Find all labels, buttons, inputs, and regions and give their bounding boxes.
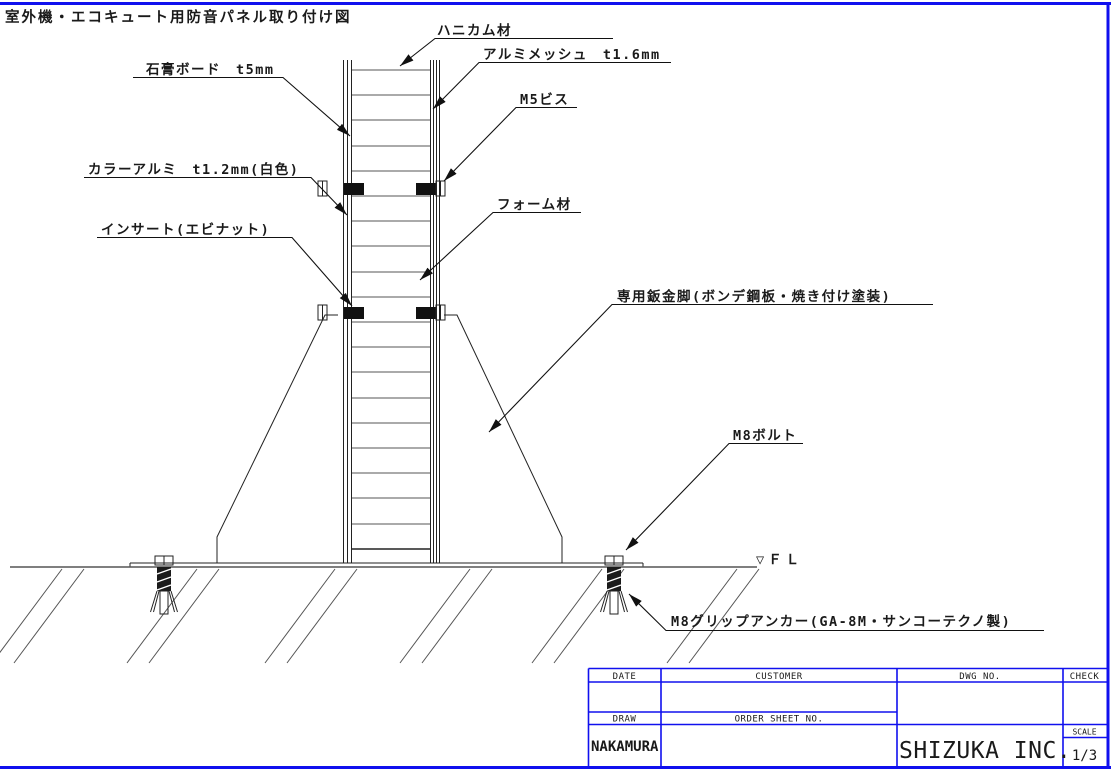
leader-line (432, 61, 671, 110)
base-and-floor (10, 562, 757, 568)
floor-level-mark: ▽ＦＬ (756, 552, 803, 568)
callout-gypsum-board: 石膏ボード t5mm (133, 61, 351, 137)
callout-label: フォーム材 (497, 196, 572, 213)
floor-level-label: ▽ＦＬ (756, 552, 803, 568)
leader-line (443, 106, 577, 182)
callout-metal-leg: 専用鈑金脚(ボンデ鋼板・焼き付け塗装) (488, 288, 933, 433)
header-order-sheet-no: ORDER SHEET NO. (735, 715, 824, 725)
leader-line (628, 593, 1044, 632)
callout-label: 専用鈑金脚(ボンデ鋼板・焼き付け塗装) (617, 288, 891, 305)
leader-line (97, 236, 353, 307)
metal-legs (216, 314, 563, 563)
callout-label: インサート(エビナット) (101, 222, 270, 238)
leader-line (419, 211, 581, 281)
leg-right (444, 314, 563, 563)
callout-label: アルミメッシュ t1.6mm (483, 47, 661, 63)
callout-aluminum-mesh: アルミメッシュ t1.6mm (432, 47, 671, 110)
anchor-wings (150, 590, 178, 613)
leader-line (84, 176, 348, 216)
header-dwg-no: DWG NO. (959, 672, 1000, 682)
grip-anchor-left (150, 555, 178, 615)
leader-line (625, 442, 803, 551)
value-draw-name: NAKAMURA (591, 739, 659, 755)
callout-label: 石膏ボード t5mm (145, 61, 275, 78)
callout-foam: フォーム材 (419, 196, 581, 281)
callout-m8-bolt: M8ボルト (625, 428, 803, 551)
leader-line (488, 303, 933, 433)
callout-insert: インサート(エビナット) (97, 222, 353, 307)
callout-label: M8グリップアンカー(GA-8M・サンコーテクノ製) (671, 613, 1011, 630)
drawing-title: 室外機・エコキュート用防音パネル取り付け図 (5, 8, 352, 26)
bolt-left (344, 307, 364, 319)
title-block: DATE CUSTOMER DWG NO. CHECK DRAW ORDER S… (587, 667, 1108, 766)
value-scale: 1/3 (1072, 748, 1097, 764)
header-date: DATE (613, 672, 637, 682)
leg-left (216, 314, 338, 563)
bolt-right (416, 183, 436, 195)
leader-line (399, 37, 613, 67)
header-check: CHECK (1070, 672, 1100, 682)
callout-m5-screw: M5ビス (443, 92, 577, 182)
callout-label: M8ボルト (733, 428, 797, 444)
leader-line (133, 76, 351, 137)
anchor-shaft-hatch (606, 568, 622, 591)
fastener-row-upper (317, 180, 446, 197)
header-scale: SCALE (1072, 728, 1096, 737)
bolt-right (416, 307, 436, 319)
anchor-wings (600, 590, 628, 613)
fastener-row-lower (317, 304, 446, 321)
callout-m8-grip-anchor: M8グリップアンカー(GA-8M・サンコーテクノ製) (628, 593, 1044, 632)
anchor-shaft-hatch (156, 568, 172, 591)
ground-hatching (0, 568, 760, 664)
anchor-sleeve (609, 590, 619, 615)
anchor-sleeve (159, 590, 169, 615)
honeycomb-rungs (352, 69, 430, 525)
callout-label: ハニカム材 (437, 22, 512, 39)
title-block-grid (587, 667, 1108, 766)
bolt-left (344, 183, 364, 195)
header-draw: DRAW (613, 715, 637, 725)
callout-color-aluminum: カラーアルミ t1.2mm(白色) (84, 161, 348, 216)
callout-honeycomb: ハニカム材 (399, 22, 613, 67)
header-customer: CUSTOMER (755, 672, 802, 682)
grip-anchor-right (600, 555, 628, 615)
callout-label: M5ビス (520, 92, 569, 108)
callout-label: カラーアルミ t1.2mm(白色) (88, 161, 299, 178)
company-name: SHIZUKA INC. (899, 738, 1071, 764)
